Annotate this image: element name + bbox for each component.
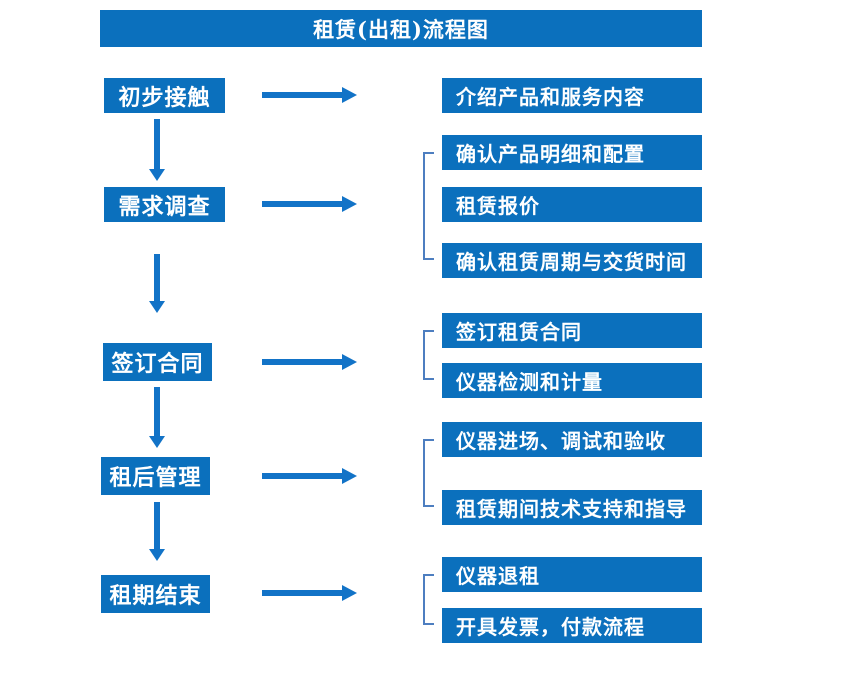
down-arrow-icon [149, 502, 165, 561]
detail-box-confirm-period-delivery: 确认租赁周期与交货时间 [442, 243, 702, 278]
down-arrow-icon [149, 254, 165, 313]
stage-box-post-rental-management: 租后管理 [101, 457, 210, 495]
right-arrow-icon [262, 87, 357, 103]
group-bracket-icon [423, 574, 434, 625]
right-arrow-icon [262, 196, 357, 212]
detail-box-invoice-payment: 开具发票，付款流程 [442, 608, 702, 643]
group-bracket-icon [423, 330, 434, 380]
group-bracket-icon [423, 152, 434, 260]
detail-box-instrument-setup-acceptance: 仪器进场、调试和验收 [442, 422, 702, 457]
stage-box-initial-contact: 初步接触 [104, 78, 225, 113]
detail-box-instrument-return: 仪器退租 [442, 557, 702, 592]
right-arrow-icon [262, 354, 357, 370]
right-arrow-icon [262, 585, 357, 601]
group-bracket-icon [423, 439, 434, 507]
detail-box-sign-rental-contract: 签订租赁合同 [442, 313, 702, 348]
down-arrow-icon [149, 119, 165, 181]
right-arrow-icon [262, 468, 357, 484]
detail-box-rental-quote: 租赁报价 [442, 187, 702, 222]
down-arrow-icon [149, 387, 165, 448]
detail-box-confirm-product-config: 确认产品明细和配置 [442, 135, 702, 170]
detail-box-introduce-products: 介绍产品和服务内容 [442, 78, 702, 113]
flowchart-title: 租赁(出租)流程图 [100, 10, 702, 47]
stage-box-demand-survey: 需求调查 [104, 187, 225, 222]
detail-box-technical-support: 租赁期间技术支持和指导 [442, 490, 702, 525]
detail-box-instrument-testing: 仪器检测和计量 [442, 363, 702, 398]
stage-box-rental-end: 租期结束 [101, 575, 210, 613]
stage-box-sign-contract: 签订合同 [103, 343, 212, 381]
